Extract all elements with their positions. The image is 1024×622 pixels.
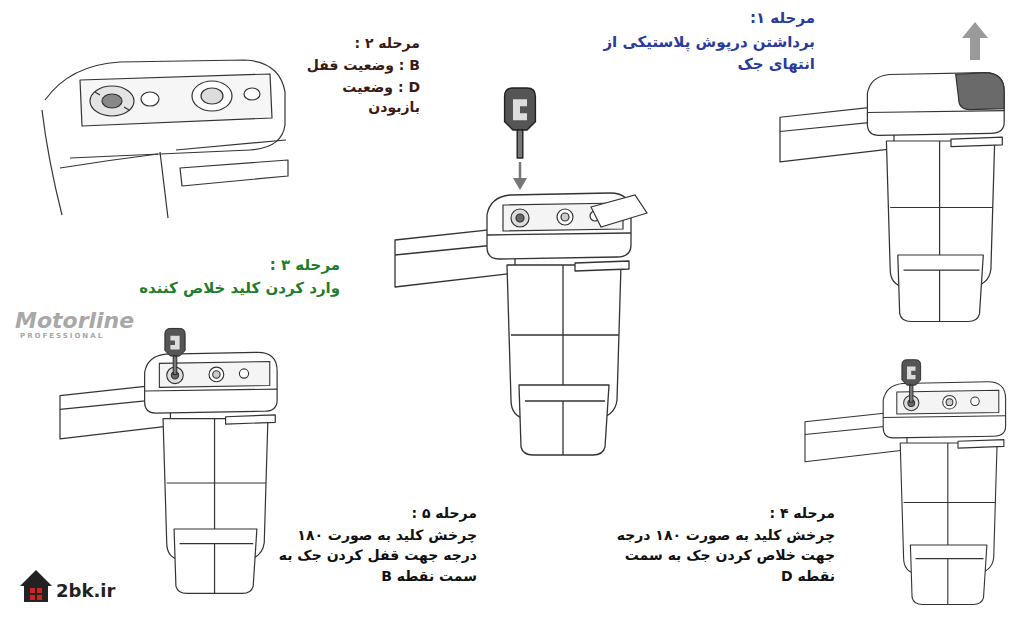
insert-arrow — [519, 162, 522, 180]
insert-arrow — [513, 178, 527, 190]
step1-jack — [780, 73, 1004, 322]
step2-closeup — [141, 92, 159, 106]
step2-closeup — [45, 60, 285, 158]
step2-closeup — [95, 92, 129, 110]
step5-jack — [60, 352, 277, 593]
step2-closeup — [102, 94, 122, 108]
step-heading: مرحله ۵ : — [272, 503, 477, 523]
site-logo-icon — [37, 595, 42, 600]
step2-closeup — [192, 81, 232, 111]
state-note: D : وضعیت بازبودن — [295, 77, 420, 118]
step3-jack — [395, 193, 647, 455]
site-logo-icon — [37, 588, 42, 593]
step2-closeup — [201, 88, 223, 104]
step1-jack — [956, 73, 1004, 110]
insert-arrow — [513, 162, 527, 190]
step-heading: مرحله ۲ : — [295, 33, 420, 53]
step2-closeup — [42, 110, 62, 215]
step5-jack — [60, 328, 277, 593]
step-instruction: چرخش کلید به صورت ۱۸۰ درجه جهت قفل کردن … — [272, 525, 477, 586]
step2-closeup — [180, 160, 288, 186]
step5-jack — [165, 328, 185, 374]
watermark: 2bk.ir — [56, 578, 156, 604]
step-instruction: وارد کردن کلید خلاص کننده — [130, 278, 340, 300]
step2-closeup — [176, 140, 286, 150]
step-instruction: چرخش کلید به صورت ۱۸۰ درجه جهت خلاص کردن… — [605, 525, 835, 586]
step-heading: مرحله ۳ : — [140, 255, 340, 277]
step2-closeup — [42, 60, 288, 218]
illustration — [505, 88, 536, 158]
step4-jack — [805, 360, 1006, 605]
site-logo-icon — [20, 570, 52, 602]
step1-jack — [780, 73, 1004, 322]
site-logo-icon — [20, 570, 52, 602]
step-heading: مرحله ۱: — [615, 8, 815, 30]
step2-closeup — [90, 86, 134, 116]
site-logo-icon — [30, 588, 35, 593]
site-logo-icon — [30, 595, 35, 600]
step3-jack — [395, 193, 631, 455]
step2-closeup — [60, 152, 168, 218]
step2-closeup — [80, 74, 272, 126]
step4-jack — [805, 382, 1006, 605]
watermark: PROFESSIONAL — [20, 331, 180, 341]
step3-jack — [591, 195, 647, 227]
step-heading: مرحله ۴ : — [605, 503, 835, 523]
lift-arrow — [962, 22, 988, 60]
state-note: B : وضعیت قفل — [295, 55, 420, 75]
step-instruction: برداشتن درپوش پلاستیکی از انتهای جک — [600, 32, 815, 76]
step2-closeup — [244, 88, 260, 100]
step4-jack — [902, 360, 921, 403]
